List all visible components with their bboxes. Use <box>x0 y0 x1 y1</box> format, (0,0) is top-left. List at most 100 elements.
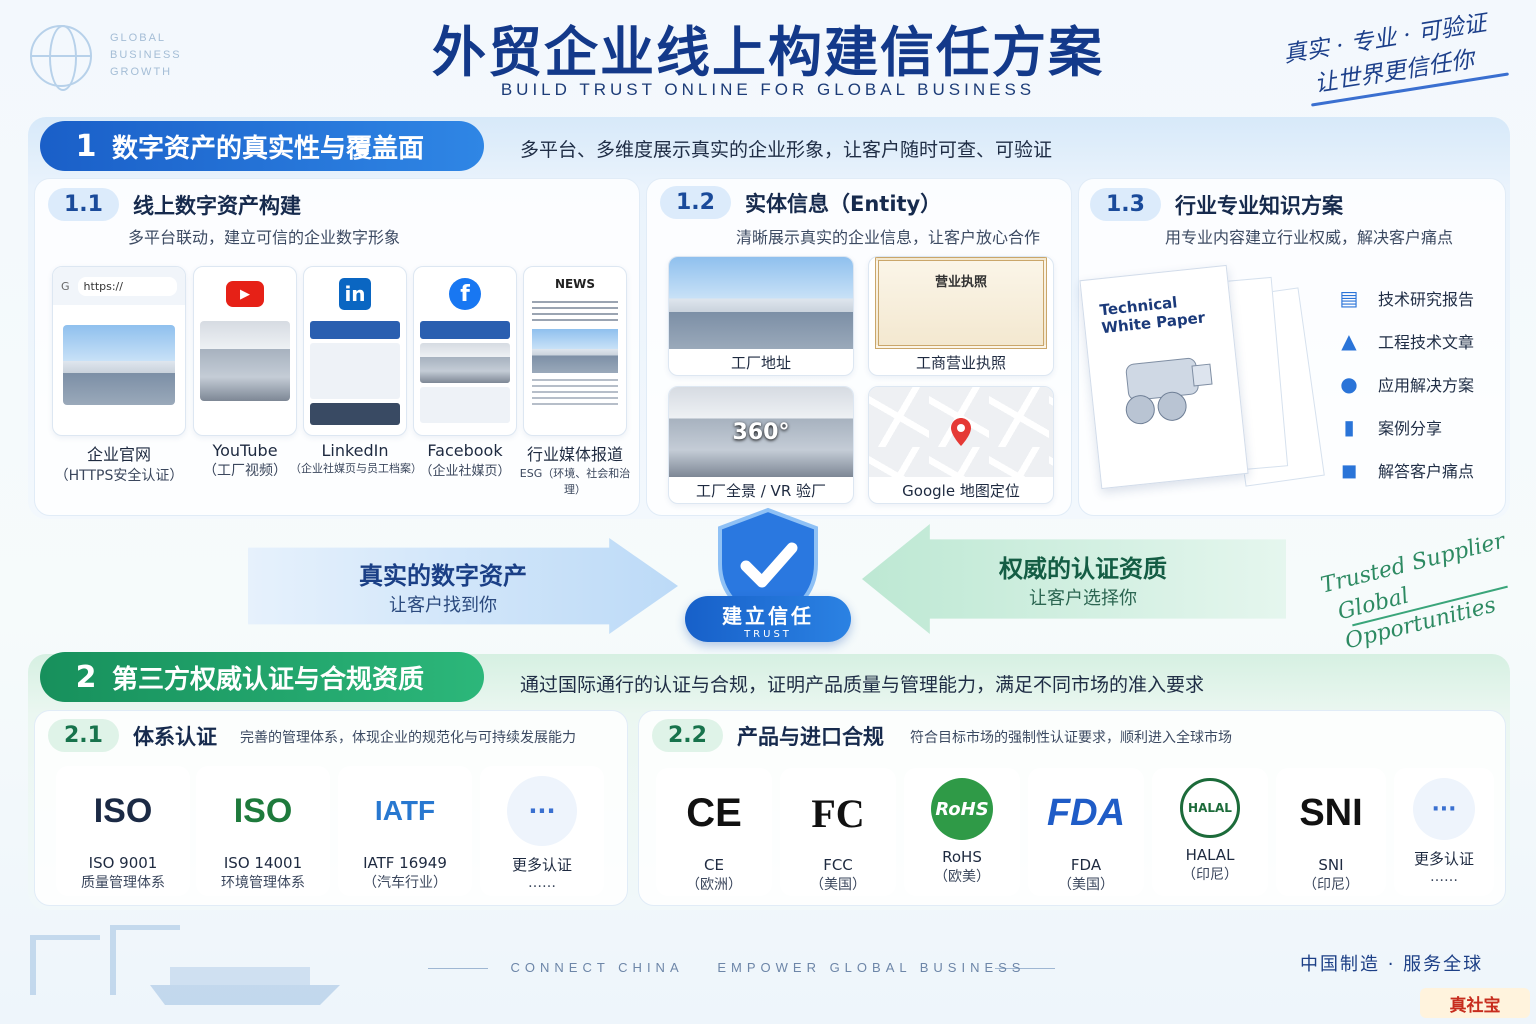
subsection-tag: 2.2 <box>652 719 723 752</box>
rohs-leaf-logo: RoHS <box>931 778 993 840</box>
cert-name: HALAL <box>1185 846 1235 864</box>
digital-assets-text: 真实的数字资产 让客户找到你 <box>248 547 638 625</box>
cert-rohs[interactable]: RoHS RoHS （欧美） <box>904 768 1020 896</box>
facebook-cover-photo <box>420 343 510 383</box>
subsection-title: 线上数字资产构建 <box>132 193 301 218</box>
report-icon: ▤ <box>1339 285 1359 310</box>
arrow-sub: 让客户选择你 <box>1029 587 1137 609</box>
cert-sub: （欧美） <box>934 869 990 885</box>
cert-name: SNI <box>1318 856 1344 874</box>
cert-ce[interactable]: CE CE （欧洲） <box>656 768 772 896</box>
tile-sub: （企业社媒页） <box>419 464 511 479</box>
tile-label: 工商营业执照 <box>915 354 1006 372</box>
tile-caption: LinkedIn （企业社媒页与员工档案） <box>290 441 422 476</box>
subsection-title: 实体信息（Entity） <box>744 191 942 216</box>
knowledge-list: ▤ 技术研究报告 ▲ 工程技术文章 ● 应用解决方案 ▮ 案例分享 ◼ 解答客户… <box>1336 276 1474 491</box>
knowledge-item: ▮ 案例分享 <box>1336 405 1474 448</box>
brand-watermark: 真社宝 <box>1420 988 1530 1018</box>
subsection-tag: 1.2 <box>660 186 731 219</box>
knowledge-item: ◼ 解答客户痛点 <box>1336 448 1474 491</box>
sni-logo: SNI <box>1299 791 1363 834</box>
brand-line: GROWTH <box>110 66 173 78</box>
cert-iatf16949[interactable]: IATF IATF 16949 （汽车行业） <box>338 766 472 896</box>
facebook-tile[interactable]: f <box>413 266 517 436</box>
subsection-1-3: 1.3 行业专业知识方案 <box>1090 188 1343 221</box>
lightbulb-icon: ● <box>1340 371 1358 396</box>
tile-name: Facebook <box>427 441 503 460</box>
cert-fda[interactable]: FDA FDA （美国） <box>1028 768 1144 896</box>
business-license-tile[interactable]: 营业执照 工商营业执照 <box>868 256 1054 376</box>
subsection-1-2: 1.2 实体信息（Entity） <box>660 186 941 219</box>
news-lines <box>532 301 618 323</box>
google-icon: G <box>61 279 70 293</box>
tile-name: 行业媒体报道 <box>526 445 623 464</box>
trust-en: TRUST <box>744 629 792 640</box>
vr-tour-tile[interactable]: 360° 工厂全景 / VR 验厂 <box>668 386 854 504</box>
google-map-tile[interactable]: Google 地图定位 <box>868 386 1054 504</box>
knowledge-item: ● 应用解决方案 <box>1336 362 1474 405</box>
trust-cn: 建立信任 <box>722 604 814 628</box>
cert-more[interactable]: ··· 更多认证 …… <box>1394 768 1494 896</box>
knowledge-label: 技术研究报告 <box>1378 289 1475 309</box>
cert-sub: （印尼） <box>1303 877 1359 893</box>
ce-logo: CE <box>686 790 742 835</box>
subsection-tag: 2.1 <box>48 719 119 752</box>
cert-name: IATF 16949 <box>363 854 447 872</box>
tile-name: 企业官网 <box>86 445 151 464</box>
brand-line: BUSINESS <box>110 49 182 61</box>
youtube-tile[interactable]: ▶ <box>193 266 297 436</box>
brand-name: 真社宝 <box>1449 995 1501 1016</box>
linkedin-tile[interactable]: in <box>303 266 407 436</box>
cert-sub: …… <box>1430 869 1458 885</box>
subsection-desc: 多平台联动，建立可信的企业数字形象 <box>128 228 401 247</box>
section2-desc: 通过国际通行的认证与合规，证明产品质量与管理能力，满足不同市场的准入要求 <box>520 674 1205 696</box>
certification-text: 权威的认证资质 让客户选择你 <box>930 540 1236 618</box>
news-label: NEWS <box>554 277 596 291</box>
knowledge-item: ▤ 技术研究报告 <box>1336 276 1474 319</box>
trusted-supplier-script: Trusted Supplier Global Opportunities <box>1318 526 1524 659</box>
factory-address-tile[interactable]: 工厂地址 <box>668 256 854 376</box>
cert-fcc[interactable]: FC FCC （美国） <box>780 768 896 896</box>
cert-sub: 质量管理体系 <box>81 875 165 891</box>
tile-caption: 行业媒体报道 ESG（环境、社会和治理） <box>514 441 636 497</box>
cert-name: FCC <box>823 856 853 874</box>
cert-sni[interactable]: SNI SNI （印尼） <box>1276 768 1386 896</box>
more-icon: ··· <box>507 776 577 846</box>
cert-halal[interactable]: HALAL HALAL （印尼） <box>1152 768 1268 896</box>
tile-sub: （工厂视频） <box>203 463 287 479</box>
cert-name: 更多认证 <box>1413 850 1474 868</box>
iso-logo: ISO <box>93 791 153 830</box>
linkedin-people <box>310 403 400 425</box>
cert-more[interactable]: ··· 更多认证 …… <box>480 766 604 896</box>
browser-url: https:// <box>77 276 177 296</box>
website-tile[interactable]: G https:// <box>52 266 186 436</box>
footer-line-left <box>428 968 488 969</box>
iso-logo: ISO <box>233 791 293 830</box>
subsection-desc: 清晰展示真实的企业信息，让客户放心合作 <box>736 228 1041 247</box>
subsection-tag: 1.1 <box>48 188 119 221</box>
tile-sub: ESG（环境、社会和治理） <box>519 467 631 496</box>
knowledge-label: 案例分享 <box>1378 418 1443 438</box>
cert-iso9001[interactable]: ISO ISO 9001 质量管理体系 <box>56 766 190 896</box>
more-icon: ··· <box>1413 778 1475 840</box>
brand-tagline: GLOBAL BUSINESS GROWTH <box>110 30 182 81</box>
arrow-title: 真实的数字资产 <box>359 561 527 590</box>
cert-name: RoHS <box>942 848 982 866</box>
facebook-banner <box>420 321 510 339</box>
arrow-sub: 让客户找到你 <box>389 594 497 616</box>
subsection-desc: 用专业内容建立行业权威，解决客户痛点 <box>1165 228 1454 247</box>
vr-360-icon: 360° <box>732 419 790 445</box>
subsection-1-1: 1.1 线上数字资产构建 <box>48 188 301 221</box>
brand-line: GLOBAL <box>110 32 167 44</box>
cert-sub: （汽车行业） <box>363 875 447 891</box>
map-pin-icon <box>951 418 971 446</box>
cert-name: ISO 9001 <box>88 854 158 872</box>
youtube-play-icon: ▶ <box>226 281 264 307</box>
page-subtitle: BUILD TRUST ONLINE FOR GLOBAL BUSINESS <box>500 80 1036 99</box>
section-title: 第三方权威认证与合规资质 <box>112 664 425 695</box>
section2-header: 2 第三方权威认证与合规资质 <box>40 652 484 702</box>
news-tile[interactable]: NEWS <box>523 266 627 436</box>
building-photo <box>63 325 175 405</box>
factory-panorama: 360° <box>669 387 853 477</box>
cert-iso14001[interactable]: ISO ISO 14001 环境管理体系 <box>196 766 330 896</box>
